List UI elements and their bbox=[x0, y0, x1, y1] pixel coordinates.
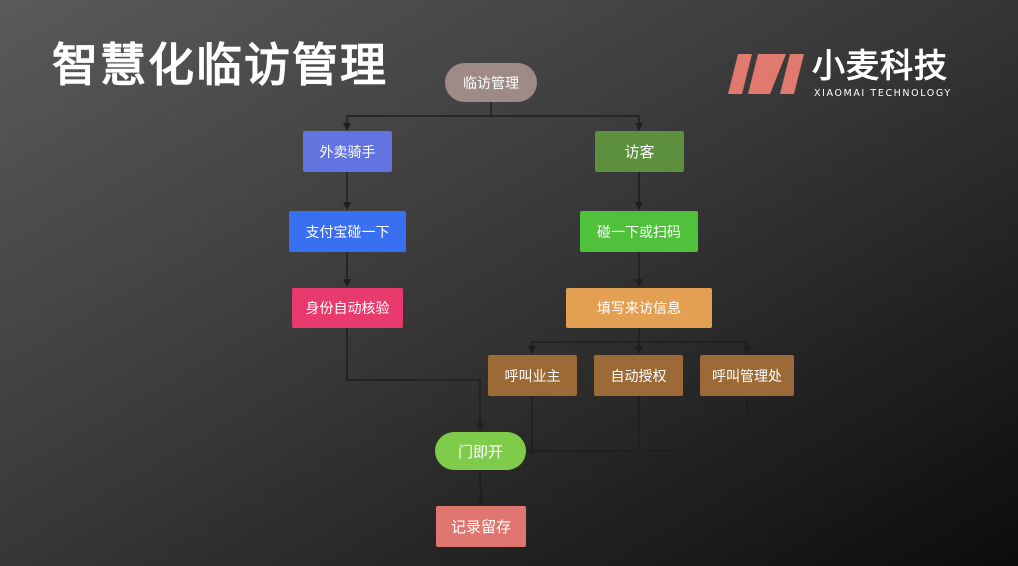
brand-name-cn: 小麦科技 bbox=[812, 46, 948, 85]
node-label: 记录留存 bbox=[450, 518, 511, 536]
node-label: 身份自动核验 bbox=[305, 301, 390, 317]
node-delivery-rider: 外卖骑手 bbox=[303, 131, 392, 172]
node-label: 填写来访信息 bbox=[597, 301, 681, 317]
node-label: 支付宝碰一下 bbox=[305, 224, 390, 241]
node-label: 自动授权 bbox=[610, 368, 667, 385]
node-label: 访客 bbox=[624, 143, 655, 161]
node-visit-management: 临访管理 bbox=[445, 63, 537, 102]
node-label: 呼叫管理处 bbox=[712, 368, 782, 385]
node-visitor: 访客 bbox=[595, 131, 684, 172]
node-call-management: 呼叫管理处 bbox=[700, 355, 794, 396]
node-label: 碰一下或扫码 bbox=[597, 224, 681, 241]
brand-name-en: XIAOMAI TECHNOLOGY bbox=[814, 88, 952, 99]
node-auto-authorize: 自动授权 bbox=[594, 355, 683, 396]
node-door-opens: 门即开 bbox=[435, 432, 526, 470]
connector-verify-door bbox=[346, 328, 484, 431]
node-label: 门即开 bbox=[457, 442, 503, 461]
xiaomai-logo-icon bbox=[728, 54, 804, 94]
node-tap-or-scan: 碰一下或扫码 bbox=[580, 211, 698, 252]
node-fill-visit-info: 填写来访信息 bbox=[566, 288, 712, 328]
connector-door-record bbox=[477, 470, 485, 505]
node-call-owner: 呼叫业主 bbox=[488, 355, 577, 396]
page-title: 智慧化临访管理 bbox=[52, 38, 388, 92]
node-identity-verify: 身份自动核验 bbox=[292, 288, 403, 328]
node-record-keep: 记录留存 bbox=[436, 506, 526, 547]
node-alipay-tap: 支付宝碰一下 bbox=[289, 211, 406, 252]
node-label: 呼叫业主 bbox=[504, 368, 561, 385]
company-logo: 小麦科技 XIAOMAI TECHNOLOGY bbox=[728, 46, 968, 102]
node-label: 临访管理 bbox=[463, 75, 519, 92]
node-label: 外卖骑手 bbox=[319, 144, 376, 161]
